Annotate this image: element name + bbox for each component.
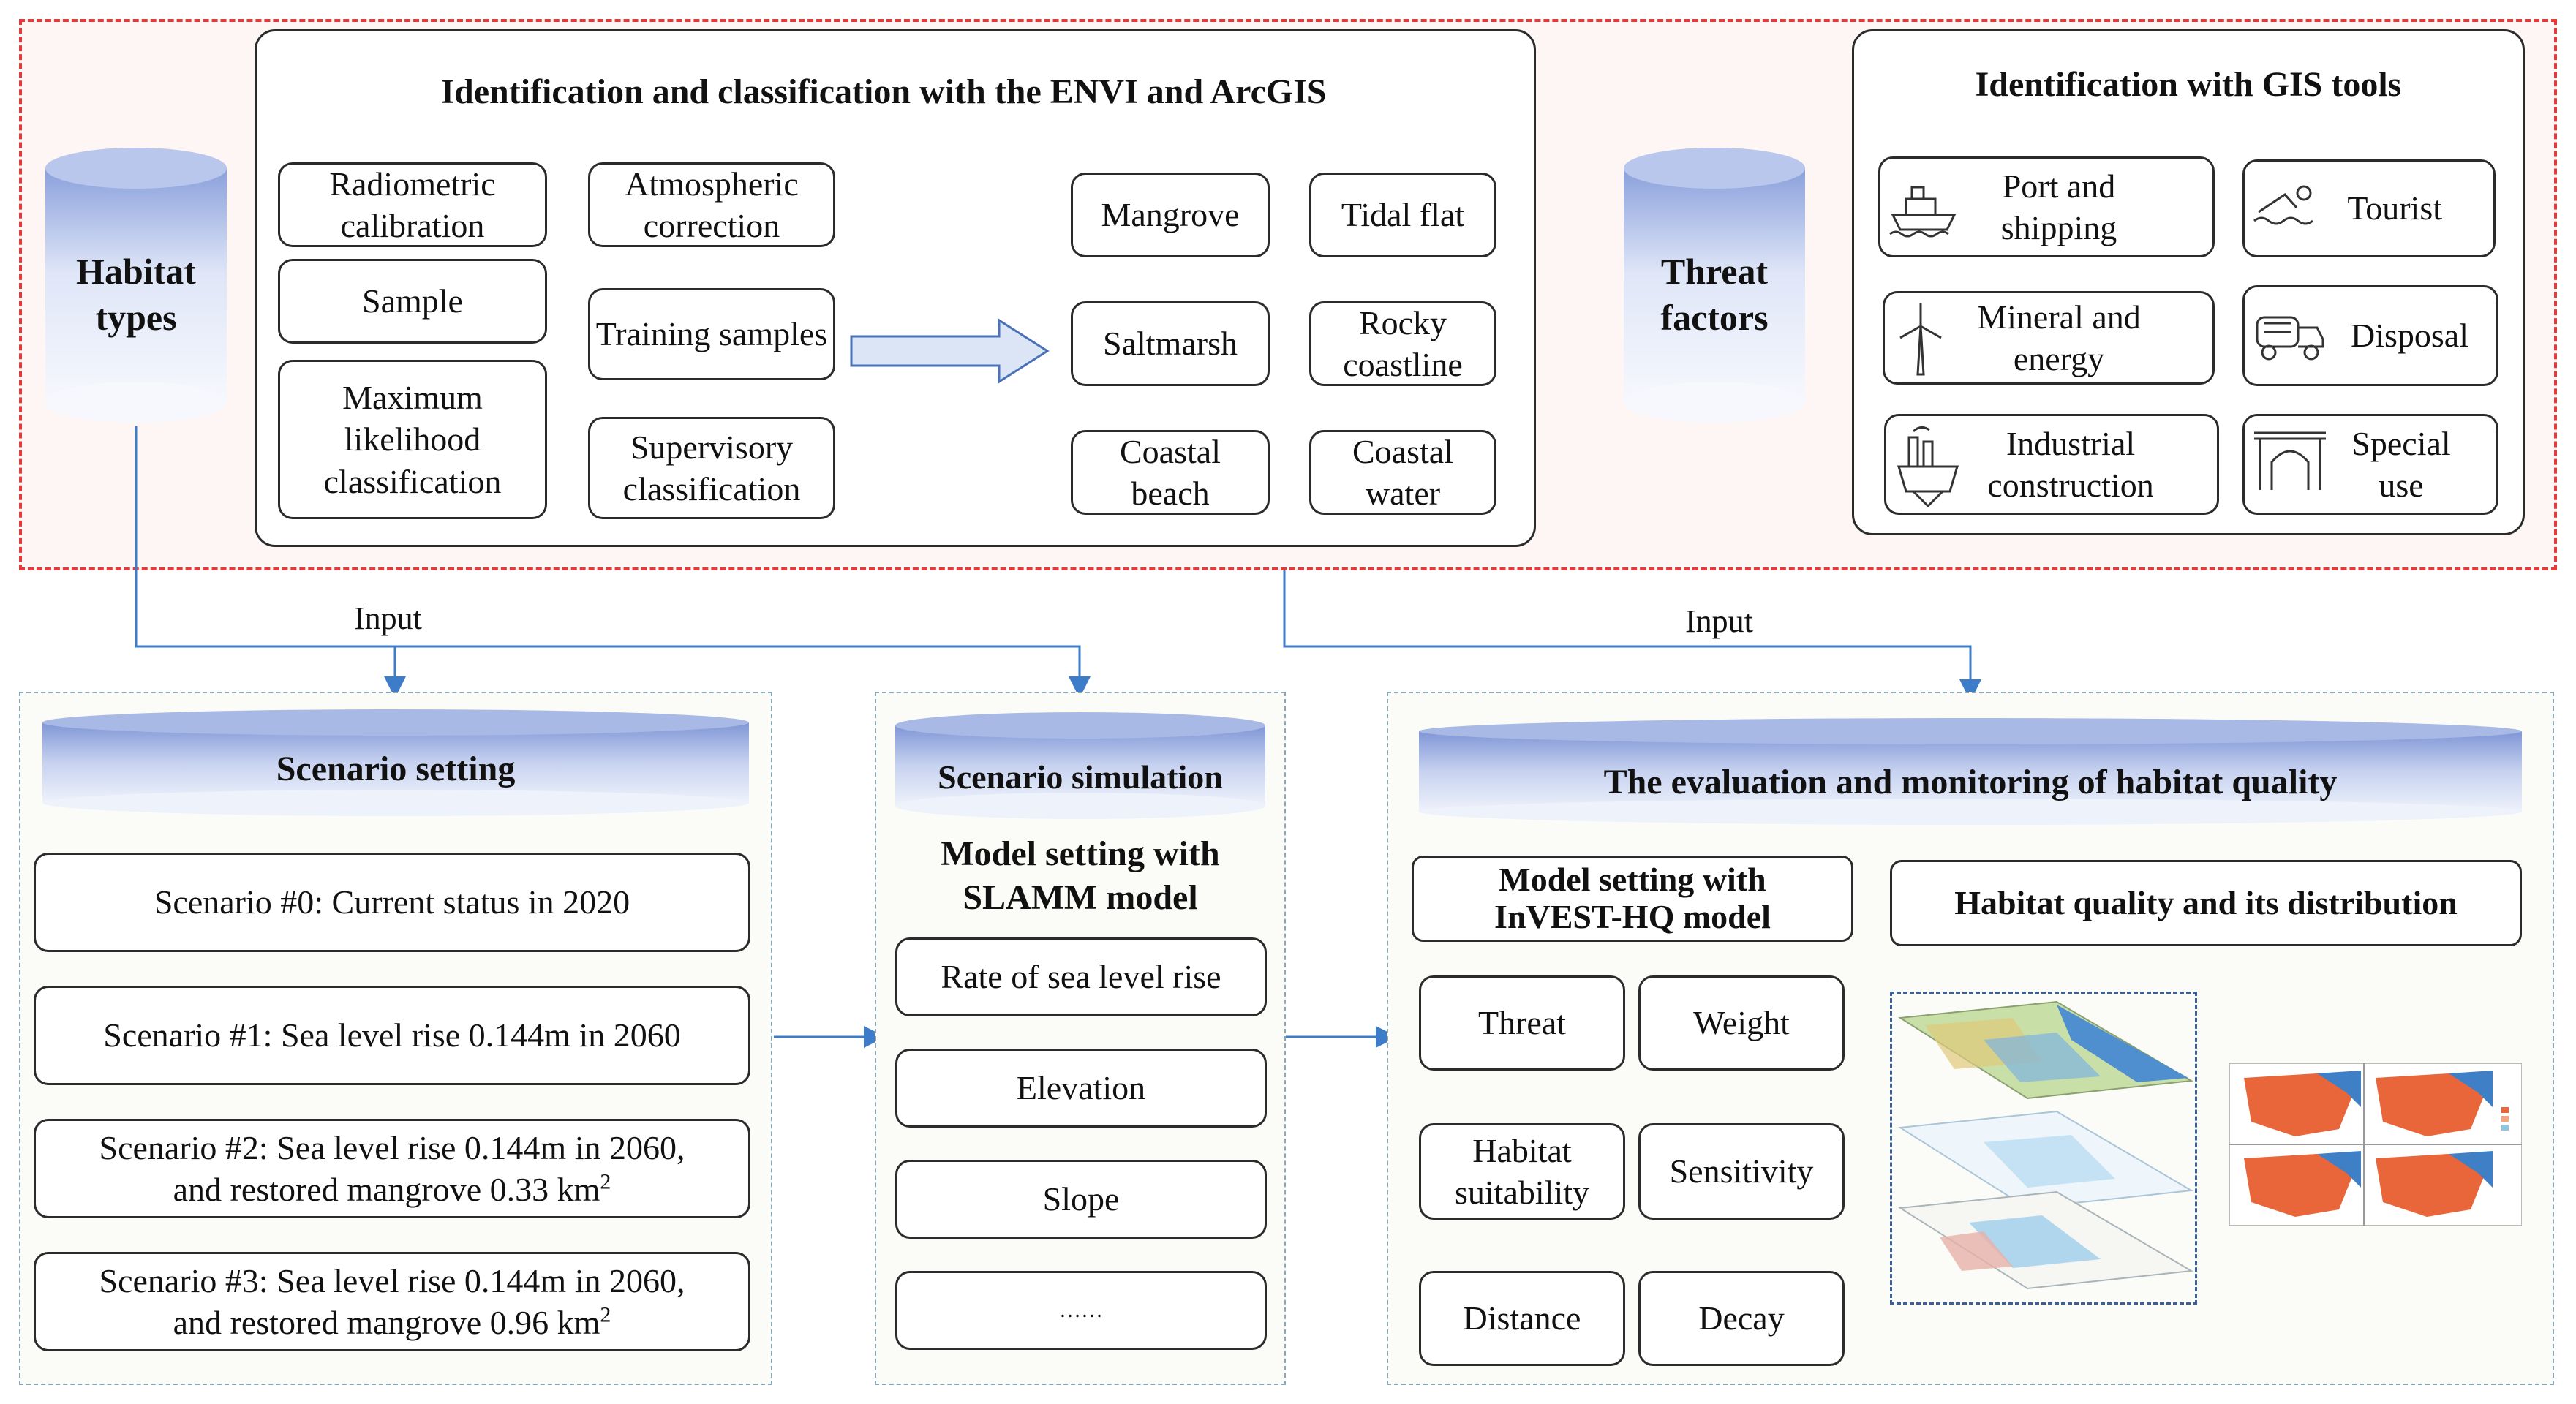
step-training-samples: Training samples [588,288,835,380]
factor-tourist-label: Tourist [2347,189,2442,227]
step-maximum-likelihood: Maximum likelihood classification [278,360,547,519]
factor-special-use-label: Special use [2351,424,2451,505]
scenario-2-line1: Scenario #2: Sea level rise 0.144m in 20… [99,1128,685,1166]
factor-industrial-construction: Industrial construction [1884,414,2219,515]
wind-turbine-icon [1899,303,1942,376]
param-more: …… [895,1271,1267,1350]
garbage-truck-icon [2256,316,2324,361]
scenario-3-line2: and restored mangrove 0.96 km2 [173,1302,611,1344]
habitat-quality-distribution-title: Habitat quality and its distribution [1890,860,2522,946]
evaluation-title: The evaluation and monitoring of habitat… [1603,763,2338,801]
header-band-shape [1419,718,2522,825]
habitat-saltmarsh: Saltmarsh [1071,301,1270,386]
map-panel-1 [2244,1071,2361,1136]
threat-factors-label: Threat factors [1660,251,1769,338]
param-decay: Decay [1638,1271,1845,1366]
gis-panel-title: Identification with GIS tools [1975,65,2402,104]
map-layers-frame [1890,992,2197,1305]
scenario-2-line2-text: and restored mangrove 0.33 km [173,1171,600,1208]
input-label-left: Input [354,600,422,636]
scenario-3-line2-text: and restored mangrove 0.96 km [173,1304,600,1341]
scenario-setting-header: Scenario setting [42,708,749,818]
swimmer-icon [2253,185,2313,225]
map-layer-2 [1898,1110,2194,1209]
scenario-setting-title: Scenario setting [276,750,516,788]
map-layer-1 [1898,1000,2194,1100]
scenario-simulation-title: Scenario simulation [938,758,1223,796]
factor-special-use: Special use [2242,414,2498,515]
factor-industrial-construction-label: Industrial construction [1987,424,2154,505]
scenario-0: Scenario #0: Current status in 2020 [34,853,750,952]
factor-industrial-icon [1897,426,1959,508]
habitat-rocky-coastline: Rocky coastline [1309,301,1496,386]
factor-mineral-energy-label: Mineral and energy [1977,298,2141,378]
ship-icon [1889,186,1957,238]
habitat-tidal-flat: Tidal flat [1309,173,1496,257]
habitat-types-cylinder: Habitat types [44,146,228,424]
header-band-shape [42,709,749,816]
habitat-mangrove: Mangrove [1071,173,1270,257]
header-band-shape [895,712,1265,819]
param-slope: Slope [895,1160,1267,1239]
factor-port-shipping-label: Port and shipping [2000,167,2117,247]
map-legend [2501,1107,2509,1131]
scenario-2-line2: and restored mangrove 0.33 km2 [173,1169,611,1211]
map-layer-stack [1898,1000,2194,1290]
habitat-coastal-beach: Coastal beach [1071,430,1270,515]
scenario-1-text: Scenario #1: Sea level rise 0.144m in 20… [103,1016,681,1054]
scenario-3-line1: Scenario #3: Sea level rise 0.144m in 20… [99,1261,685,1299]
map-layer-3 [1898,1190,2194,1290]
classification-arrow [850,318,1050,384]
habitat-coastal-water: Coastal water [1309,430,1496,515]
param-rate-sea-level-rise: Rate of sea level rise [895,937,1267,1016]
scenario-1: Scenario #1: Sea level rise 0.144m in 20… [34,986,750,1085]
factor-tourist: Tourist [2242,159,2496,257]
evaluation-header: The evaluation and monitoring of habitat… [1419,717,2522,826]
step-sample: Sample [278,259,547,344]
param-elevation: Elevation [895,1049,1267,1128]
scenario-3: Scenario #3: Sea level rise 0.144m in 20… [34,1252,750,1351]
map-panel-4 [2376,1151,2493,1217]
envi-panel-title: Identification and classification with t… [440,72,1327,111]
param-distance: Distance [1419,1271,1625,1366]
map-panel-3 [2244,1151,2361,1217]
invest-model-title: Model setting with InVEST-HQ model [1412,856,1853,942]
scenario-simulation-header: Scenario simulation [895,711,1265,820]
cylinder-shape [45,148,227,423]
habitat-types-label: Habitat types [76,251,196,338]
scenario-2-sup: 2 [600,1169,611,1194]
factor-mineral-energy: Mineral and energy [1883,291,2215,385]
step-atmospheric-correction: Atmospheric correction [588,162,835,247]
slamm-model-title: Model setting with SLAMM model [941,834,1220,917]
habitat-quality-maps [2229,1063,2522,1226]
map-panel-2 [2376,1071,2493,1136]
param-threat: Threat [1419,975,1625,1071]
param-sensitivity: Sensitivity [1638,1123,1845,1220]
input-label-right: Input [1685,603,1753,639]
scenario-2: Scenario #2: Sea level rise 0.144m in 20… [34,1119,750,1218]
cylinder-shape [1624,148,1805,423]
param-weight: Weight [1638,975,1845,1071]
factor-disposal-label: Disposal [2351,317,2468,355]
threat-factors-cylinder: Threat factors [1622,146,1807,424]
scenario-0-text: Scenario #0: Current status in 2020 [154,883,630,921]
step-supervisory-classification: Supervisory classification [588,417,835,519]
step-radiometric-calibration: Radiometric calibration [278,162,547,247]
scenario-3-sup: 2 [600,1302,611,1327]
factor-disposal: Disposal [2242,285,2498,386]
param-habitat-suitability: Habitat suitability [1419,1123,1625,1220]
bridge-icon [2254,431,2326,490]
